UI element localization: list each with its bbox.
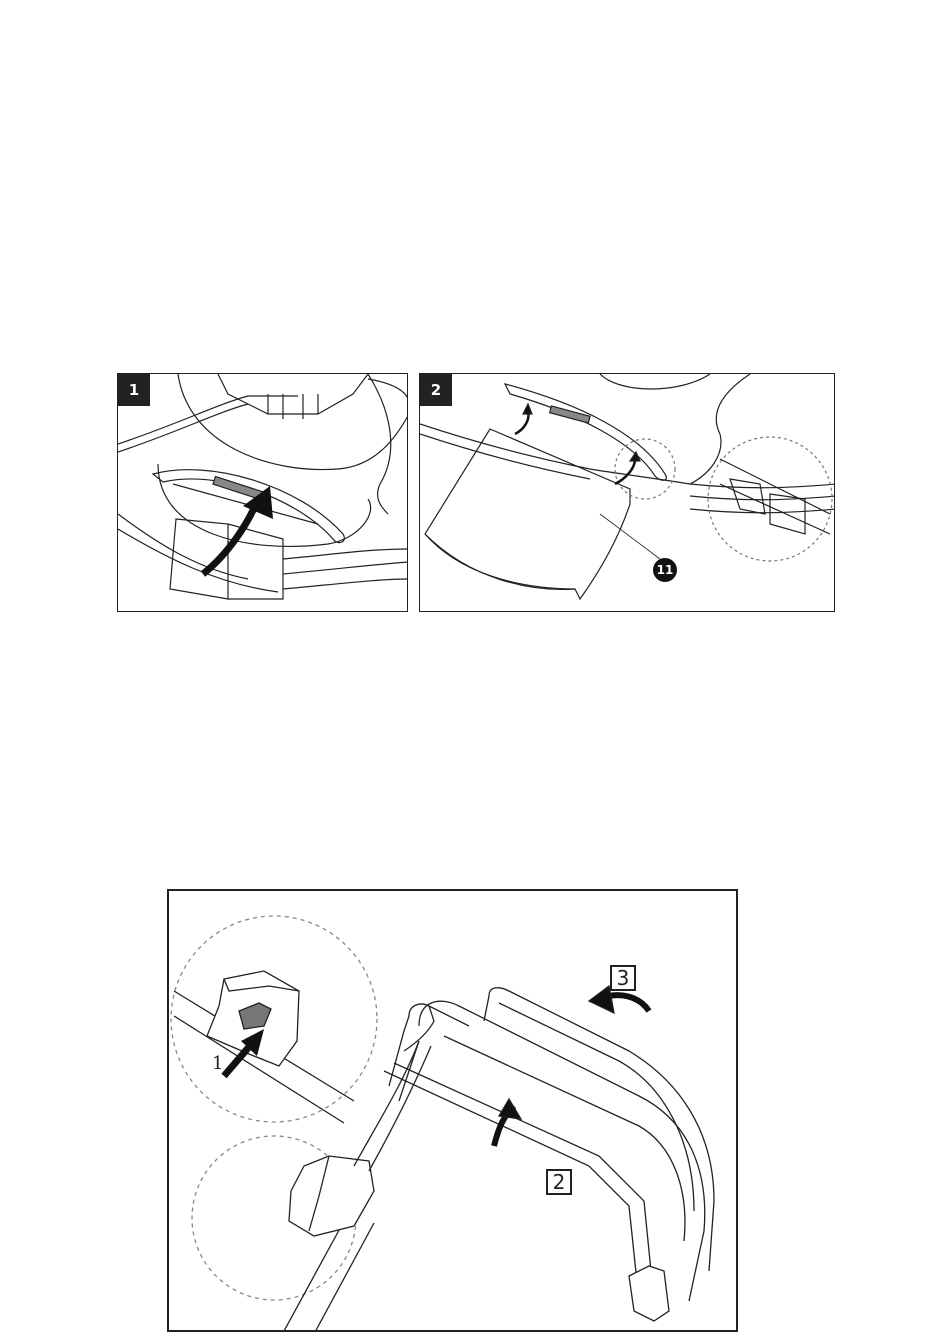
- step-badge: 2: [420, 374, 452, 406]
- handle-fold-illustration-panel: 1 2 3: [167, 889, 738, 1332]
- handle-fold-illustration: [170, 915, 715, 1330]
- step-label-1: 1: [212, 1053, 224, 1074]
- step-badge: 1: [118, 374, 150, 406]
- step-label-2: 2: [546, 1169, 572, 1195]
- grass-box-attach-illustration: [118, 374, 407, 600]
- step-label-3: 3: [610, 965, 636, 991]
- illustration-panel-1: 1: [117, 373, 408, 612]
- part-callout-11: 11: [653, 558, 677, 582]
- illustration-panel-2: 2 11: [419, 373, 835, 612]
- grass-box-hook-illustration: [420, 374, 834, 601]
